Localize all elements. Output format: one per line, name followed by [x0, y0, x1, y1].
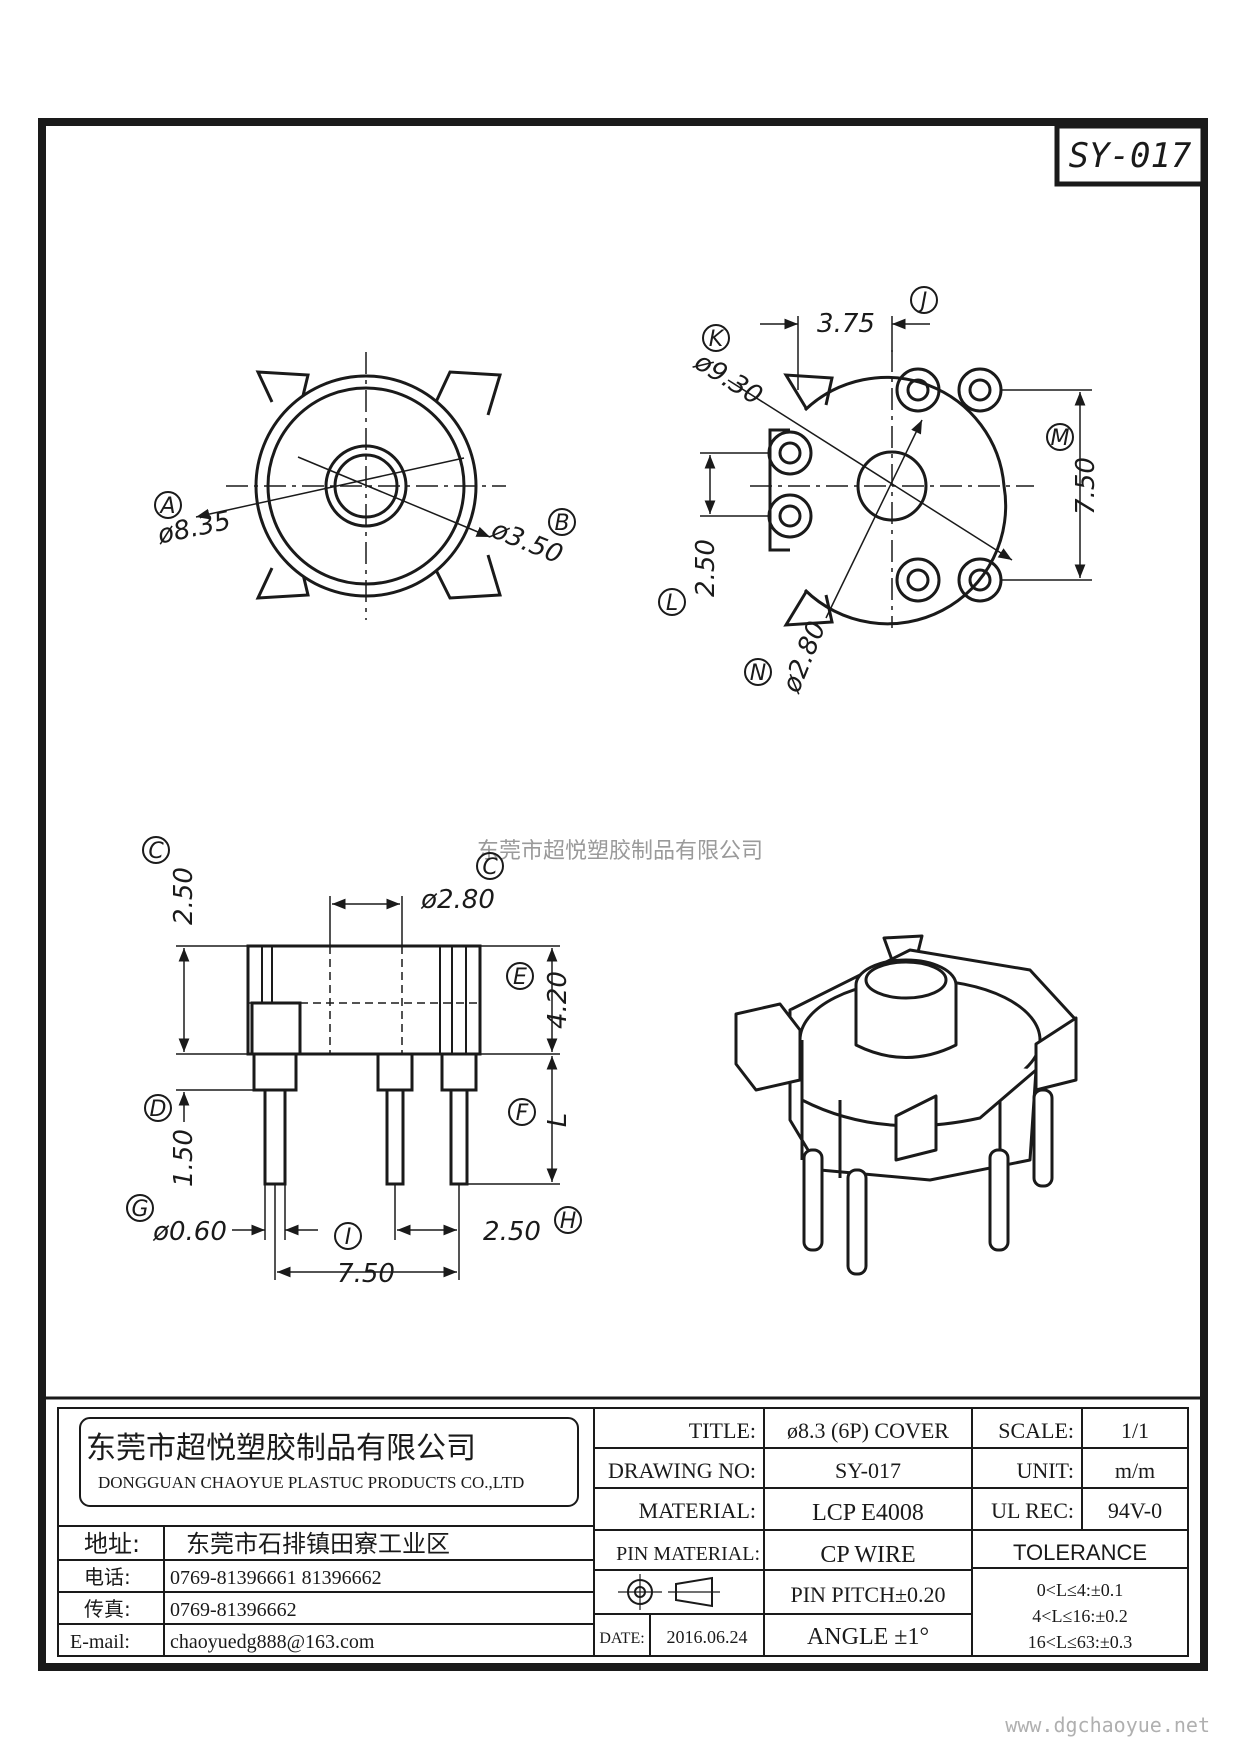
callout-l: L — [666, 591, 678, 616]
dimension-k: ø9.30 — [688, 346, 767, 411]
callout-d: D — [150, 1097, 167, 1122]
drawing-number: SY-017 — [1069, 136, 1192, 176]
fax-value: 0769-81396662 — [170, 1599, 297, 1621]
date-value: 2016.06.24 — [667, 1627, 748, 1647]
dimension-c2: ø2.80 — [420, 885, 495, 915]
side-view — [176, 896, 560, 1280]
title-block — [42, 1396, 1204, 1657]
drawing-no-label: DRAWING NO: — [608, 1458, 756, 1483]
drawing-number-box: SY-017 — [1054, 123, 1206, 187]
tolerance-row-3: 16<L≤63:±0.3 — [1028, 1632, 1132, 1652]
drawing-no-value: SY-017 — [835, 1458, 901, 1483]
callout-i: I — [345, 1225, 352, 1250]
material-label: MATERIAL: — [639, 1498, 756, 1523]
tolerance-label: TOLERANCE — [1013, 1540, 1147, 1565]
callout-e: E — [513, 965, 527, 990]
callout-m: M — [1051, 426, 1070, 451]
dimension-f: L — [543, 1113, 573, 1128]
dimension-i: 7.50 — [337, 1259, 395, 1289]
date-label: DATE: — [599, 1630, 644, 1647]
dimension-j: 3.75 — [817, 309, 875, 339]
company-name-cn: 东莞市超悦塑胶制品有限公司 — [86, 1431, 476, 1466]
tolerance-row-1: 0<L≤4:±0.1 — [1037, 1580, 1123, 1600]
callout-f: F — [516, 1101, 529, 1126]
side-view-labels: C 2.50 C ø2.80 E 4.20 D 1.50 F L G ø0.60… — [126, 836, 582, 1289]
phone-value: 0769-81396661 81396662 — [170, 1567, 382, 1589]
company-name-en: DONGGUAN CHAOYUE PLASTUC PRODUCTS CO.,LT… — [98, 1473, 524, 1492]
callout-a: A — [158, 494, 175, 519]
material-value: LCP E4008 — [812, 1500, 924, 1526]
callout-n: N — [750, 661, 766, 686]
dimension-l: 2.50 — [691, 539, 721, 597]
title-value: ø8.3 (6P) COVER — [787, 1418, 949, 1443]
phone-label: 电话: — [84, 1565, 131, 1589]
scale-label: SCALE: — [998, 1418, 1074, 1443]
unit-value: m/m — [1115, 1458, 1155, 1483]
website-url: www.dgchaoyue.net — [1005, 1713, 1210, 1737]
dimension-c1: 2.50 — [169, 867, 199, 925]
dimension-m: 7.50 — [1071, 457, 1101, 515]
dimension-h: 2.50 — [483, 1217, 541, 1247]
callout-h: H — [560, 1209, 577, 1234]
dimension-e: 4.20 — [543, 971, 573, 1029]
callout-g: G — [131, 1197, 148, 1222]
dimension-d: 1.50 — [169, 1129, 199, 1187]
callout-k: K — [709, 327, 725, 352]
tolerance-row-2: 4<L≤16:±0.2 — [1032, 1606, 1127, 1626]
unit-label: UNIT: — [1016, 1458, 1074, 1483]
third-angle-projection-icon — [618, 1574, 720, 1610]
bottom-view — [700, 316, 1092, 628]
top-view — [195, 352, 506, 620]
callout-b: B — [554, 511, 569, 536]
dimension-n: ø2.80 — [776, 617, 832, 698]
email-label: E-mail: — [70, 1631, 130, 1653]
pin-material-value: CP WIRE — [820, 1542, 915, 1568]
address-label: 地址: — [84, 1530, 140, 1558]
callout-j: J — [917, 289, 928, 314]
scale-value: 1/1 — [1121, 1418, 1149, 1443]
isometric-view — [734, 934, 1078, 1276]
ul-rec-label: UL REC: — [991, 1498, 1074, 1523]
pin-pitch: PIN PITCH±0.20 — [790, 1582, 945, 1607]
callout-c2: C — [482, 855, 498, 880]
drawing-frame — [38, 118, 1208, 1671]
pin-material-label: PIN MATERIAL: — [616, 1543, 760, 1565]
callout-c1: C — [148, 839, 164, 864]
address-value: 东莞市石排镇田寮工业区 — [186, 1530, 450, 1558]
angle-tolerance: ANGLE ±1° — [807, 1624, 929, 1650]
fax-label: 传真: — [84, 1597, 131, 1621]
ul-rec-value: 94V-0 — [1108, 1498, 1162, 1523]
watermark: 东莞市超悦塑胶制品有限公司 — [477, 839, 763, 864]
dimension-g: ø0.60 — [152, 1217, 227, 1247]
email-value: chaoyuedg888@163.com — [170, 1631, 375, 1653]
title-block-text: 东莞市超悦塑胶制品有限公司 DONGGUAN CHAOYUE PLASTUC P… — [70, 1418, 1162, 1653]
title-label: TITLE: — [689, 1418, 756, 1443]
